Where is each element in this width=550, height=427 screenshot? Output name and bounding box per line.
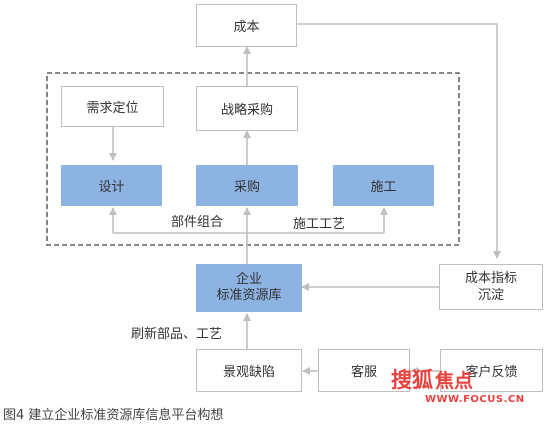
node-customer-service: 客服 (318, 349, 410, 392)
platform-dashed-frame (46, 72, 460, 246)
watermark-url: WWW.FOCUS.CN (425, 394, 525, 405)
node-enterprise-library: 企业 标准资源库 (196, 264, 302, 312)
node-strategic-procurement: 战略采购 (196, 86, 298, 131)
node-construction-label: 施工 (370, 180, 397, 195)
node-enterprise-library-label: 企业 标准资源库 (216, 272, 282, 303)
watermark-sub-text: 焦点 (435, 370, 474, 392)
node-construction: 施工 (333, 165, 434, 206)
watermark-brand-text: 搜狐 (391, 368, 433, 392)
node-customer-service-label: 客服 (350, 365, 377, 380)
node-cost-index-sediment: 成本指标 沉淀 (439, 264, 543, 310)
node-cost-label: 成本 (233, 20, 260, 35)
node-landscape-defects-label: 景观缺陷 (222, 365, 275, 380)
node-procurement-label: 采购 (233, 180, 260, 195)
node-design-label: 设计 (98, 180, 125, 195)
node-cost: 成本 (196, 4, 297, 47)
node-demand-positioning: 需求定位 (61, 86, 164, 127)
edge-label-refresh-parts: 刷新部品、工艺 (131, 327, 223, 342)
node-procurement: 采购 (196, 165, 298, 206)
figure-caption: 图4 建立企业标准资源库信息平台构想 (3, 408, 224, 423)
edge-label-component-combination: 部件组合 (171, 215, 224, 230)
node-design: 设计 (61, 165, 162, 206)
node-cost-index-sediment-label: 成本指标 沉淀 (464, 271, 517, 303)
arrow-cost-to-index (297, 23, 501, 259)
node-landscape-defects: 景观缺陷 (196, 349, 302, 392)
edge-label-construction-process: 施工工艺 (293, 217, 346, 232)
node-customer-feedback-label: 客户反馈 (465, 365, 518, 380)
watermark-brand: 搜狐焦点 (391, 364, 473, 394)
node-demand-positioning-label: 需求定位 (86, 101, 139, 116)
node-customer-feedback: 客户反馈 (440, 349, 543, 392)
node-strategic-procurement-label: 战略采购 (220, 103, 273, 118)
